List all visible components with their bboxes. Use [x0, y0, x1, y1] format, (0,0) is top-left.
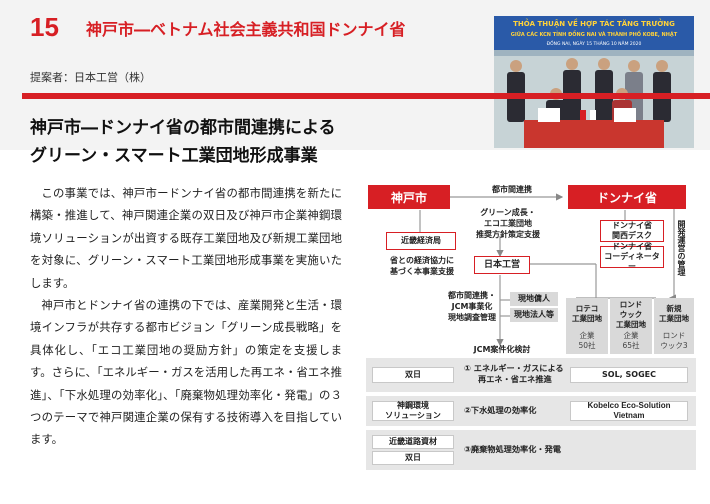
banner-line3: ĐỒNG NAI, NGÀY 15 THÁNG 10 NĂM 2020 — [547, 38, 642, 47]
dn-coord-1: ドンナイ省 — [612, 242, 652, 251]
local-staff-box: 現地傭人 — [510, 292, 558, 306]
header-title: 神戸市―ベトナム社会主義共和国ドンナイ省 — [86, 20, 406, 39]
row3-company-b: 双日 — [372, 451, 454, 465]
main-title-line2: グリーン・スマート工業団地形成事業 — [30, 146, 318, 166]
body-paragraph-1: この事業では、神戸市ードンナイ省の都市間連携を新たに構築・推進して、神戸関連企業… — [30, 186, 342, 290]
theme-row-3 — [366, 430, 696, 470]
ind2-count-2: 65社 — [622, 341, 640, 350]
ind2-name-3: 工業団地 — [616, 320, 646, 329]
center-note-3: 推奨方針策定支援 — [476, 230, 540, 239]
theme-row-2 — [366, 396, 696, 426]
dn-desk-1: ドンナイ省 — [612, 221, 652, 230]
center-note-1: グリーン成長・ — [480, 208, 536, 217]
row3-company-a: 近畿道路資材 — [372, 435, 454, 449]
row1-theme: ① エネルギー・ガスによる 再エネ・省エネ推進 — [464, 363, 564, 385]
row2-partner: Kobelco Eco-Solution Vietnam — [570, 401, 688, 421]
banner-line2: GIỮA CÁC KCN TỈNH ĐỒNG NAI VÀ THÀNH PHỐ … — [511, 29, 678, 38]
survey-1: 都市間連携・ — [448, 291, 496, 300]
dn-desk-2: 関西デスク — [612, 231, 652, 240]
local-corp-box: 現地法人等 — [510, 308, 558, 322]
row2-company: 神鋼環境 ソリューション — [372, 401, 454, 421]
ind3-name-2: 工業団地 — [659, 314, 689, 323]
row2-right-1: Kobelco Eco-Solution — [587, 401, 671, 410]
section-number: 15 — [30, 12, 59, 42]
meti-note: 省との経済協力に 基づく本事業支援 — [378, 255, 466, 277]
banner-line1: THỎA THUẬN VỀ HỢP TÁC TĂNG TRƯỞNG — [513, 18, 675, 28]
ind3-name-1: 新規 — [666, 304, 682, 313]
theme-row-1 — [366, 358, 696, 392]
signing-photo: THỎA THUẬN VỀ HỢP TÁC TĂNG TRƯỞNG GIỮA C… — [494, 16, 694, 148]
center-note: グリーン成長・ エコ工業団地 推奨方針策定支援 — [456, 207, 560, 240]
industrial-park-new: 新規工業団地 ロンドウック3 — [654, 298, 694, 354]
row1-theme-1: ① エネルギー・ガスによる — [464, 363, 564, 373]
row2-left-2: ソリューション — [385, 411, 441, 420]
ind1-count-1: 企業 — [579, 331, 595, 340]
row1-theme-2: 再エネ・省エネ推進 — [478, 374, 552, 384]
meti-box: 近畿経済局 — [386, 232, 456, 250]
survey-2: JCM事業化 — [451, 302, 493, 311]
development-management-label: 開発運営の管理 — [677, 220, 686, 276]
row1-company: 双日 — [372, 367, 454, 383]
dongnai-desk-box: ドンナイ省 関西デスク — [600, 220, 664, 242]
row2-right-2: Vietnam — [613, 411, 645, 420]
body-text: この事業では、神戸市ードンナイ省の都市間連携を新たに構築・推進して、神戸関連企業… — [30, 182, 342, 451]
survey-3: 現地調査管理 — [448, 313, 496, 322]
ind1-count-2: 50社 — [578, 341, 596, 350]
survey-note: 都市間連携・ JCM事業化 現地調査管理 — [446, 290, 498, 323]
ind2-name-2: ウック — [619, 310, 643, 319]
link-label: 都市間連携 — [492, 185, 532, 194]
dn-coord-2: コーディネーター — [604, 252, 660, 271]
dongnai-coordinator-box: ドンナイ省 コーディネーター — [600, 242, 664, 271]
center-note-2: エコ工業団地 — [484, 219, 532, 228]
row2-left-1: 神鋼環境 — [397, 401, 429, 410]
ind3-count-1: ロンド — [662, 331, 686, 340]
main-title-line1: 神戸市―ドンナイ省の都市間連携による — [30, 118, 336, 138]
meti-note-1: 省との経済協力に — [390, 256, 454, 265]
jcm-label: JCM案件化検討 — [473, 345, 531, 354]
header-divider — [22, 93, 710, 99]
row3-theme: ③廃棄物処理効率化・発電 — [464, 444, 561, 454]
main-title: 神戸市―ドンナイ省の都市間連携による グリーン・スマート工業団地形成事業 — [30, 114, 336, 170]
ind2-name-1: ロンド — [619, 300, 643, 309]
proposer-label: 提案者：日本工営（株） — [30, 71, 151, 84]
meti-note-2: 基づく本事業支援 — [390, 267, 454, 276]
row1-partner: SOL, SOGEC — [570, 367, 688, 383]
ind1-name-1: ロテコ — [575, 304, 599, 313]
ind1-name-2: 工業団地 — [572, 314, 602, 323]
body-paragraph-2: 神戸市とドンナイ省の連携の下では、産業開発と生活・環境インフラが共存する都市ビジ… — [30, 298, 342, 447]
ind3-count-2: ウック3 — [660, 341, 688, 350]
dongnai-box: ドンナイ省 — [568, 185, 686, 209]
kobe-box: 神戸市 — [368, 185, 450, 209]
ind2-count-1: 企業 — [623, 331, 639, 340]
row2-theme: ②下水処理の効率化 — [464, 405, 537, 415]
nippon-koei-box: 日本工営 — [474, 256, 530, 274]
